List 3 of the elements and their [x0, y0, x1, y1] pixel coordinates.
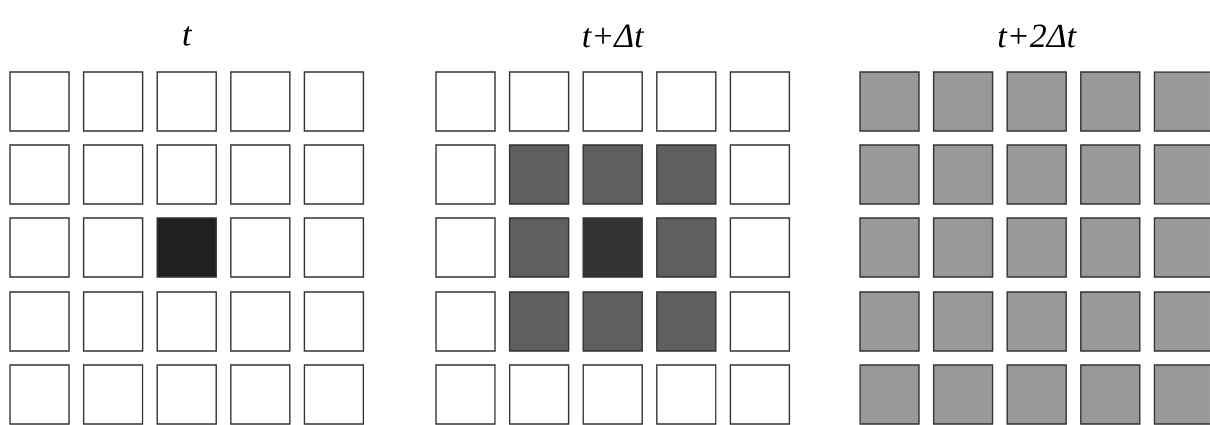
heading: t	[183, 26, 193, 46]
heading: t+Δt	[583, 24, 645, 48]
heading: t+2Δt	[998, 24, 1077, 48]
